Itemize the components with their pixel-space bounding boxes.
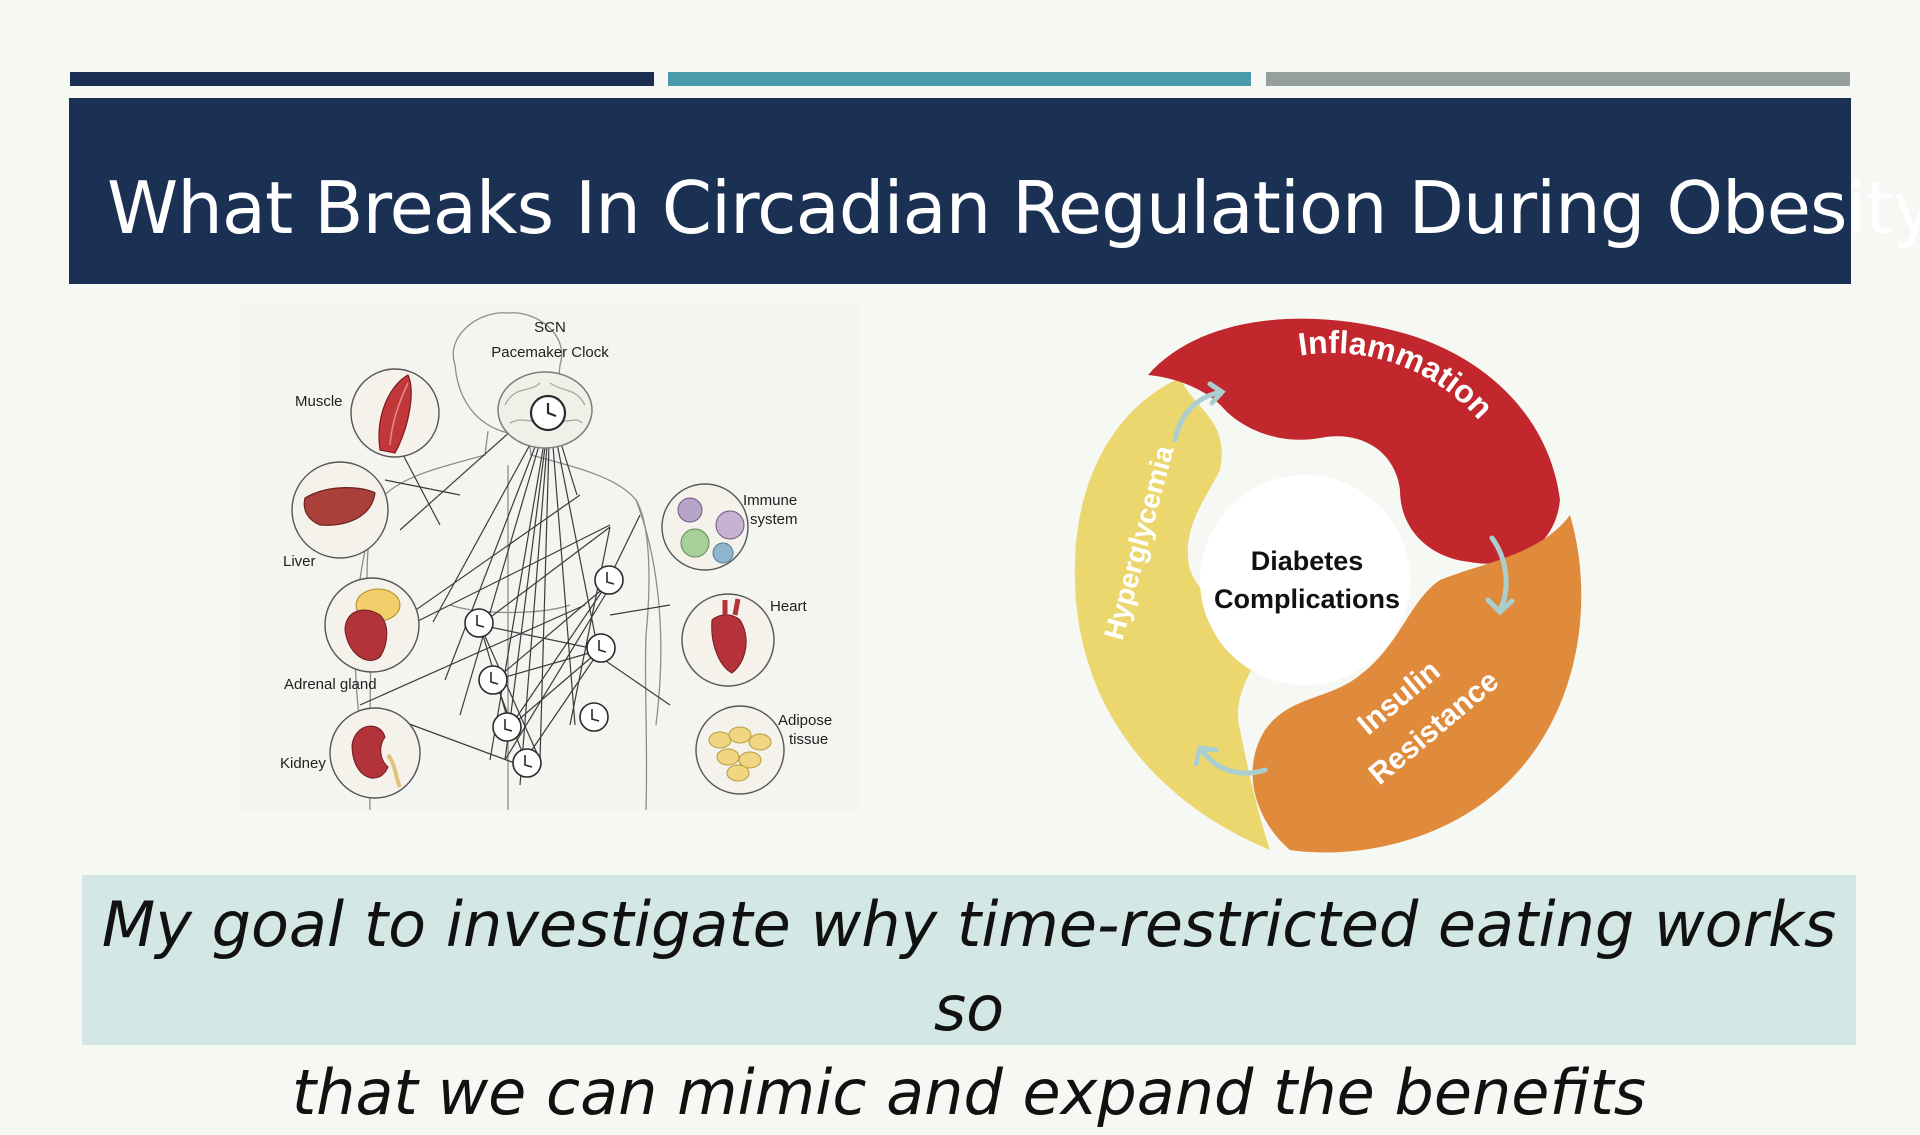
adipose-label-1: Adipose [778,712,832,729]
center-label-complications: Complications [1214,584,1400,614]
clock-icon [594,565,624,595]
slide-title: What Breaks In Circadian Regulation Duri… [107,166,1920,250]
immune-label-2: system [750,511,798,528]
arrow-icon [1172,389,1223,443]
heart-label: Heart [770,598,808,615]
organ-adrenal [324,577,420,673]
goal-line-1: My goal to investigate why time-restrict… [101,888,1837,1045]
cycle-arrows [1172,381,1515,776]
clock-icon [492,712,522,742]
goal-statement: My goal to investigate why time-restrict… [82,883,1856,1135]
organ-kidney [329,707,421,799]
accent-bar-navy [70,72,654,86]
adipose-label-2: tissue [789,731,828,748]
accent-bar-gray [1266,72,1850,86]
arrow-icon [1193,745,1219,767]
liver-label: Liver [283,553,316,570]
clock-icon [579,702,609,732]
clock-icon [478,665,508,695]
diabetes-cycle-diagram: Diabetes Complications Inflammation Hype… [1030,300,1600,860]
accent-bar-teal [668,72,1251,86]
pacemaker-label: Pacemaker Clock [491,344,609,361]
clock-icon [464,608,494,638]
clock-icon [529,394,567,432]
arrow-icon [1199,747,1268,776]
hyperglycemia-segment [1074,378,1280,850]
organ-immune [661,483,749,571]
adrenal-label: Adrenal gland [284,676,377,693]
immune-label-1: Immune [743,492,797,509]
clock-icon [512,748,542,778]
arrow-icon [1485,597,1515,616]
goal-line-2: that we can mimic and expand the benefit… [291,1056,1647,1129]
muscle-label: Muscle [295,393,343,410]
organ-liver [291,461,389,559]
arrow-icon [1207,381,1226,406]
inflammation-segment [1148,318,1560,564]
clock-icons [464,394,624,778]
organ-heart [681,593,775,687]
arrow-icon [1489,535,1509,613]
clock-icon [586,633,616,663]
insulin-resistance-segment [1252,515,1582,853]
goal-statement-box: My goal to investigate why time-restrict… [82,875,1856,1129]
circadian-clock-diagram: SCN Pacemaker Clock Muscle Liver Adrenal… [240,305,860,810]
organ-adipose [695,705,785,795]
scn-label: SCN [534,319,566,336]
center-label-diabetes: Diabetes [1251,546,1364,576]
kidney-label: Kidney [280,755,326,772]
center-circle [1200,475,1410,685]
title-band: What Breaks In Circadian Regulation Duri… [69,98,1920,284]
organ-muscle [350,368,440,458]
